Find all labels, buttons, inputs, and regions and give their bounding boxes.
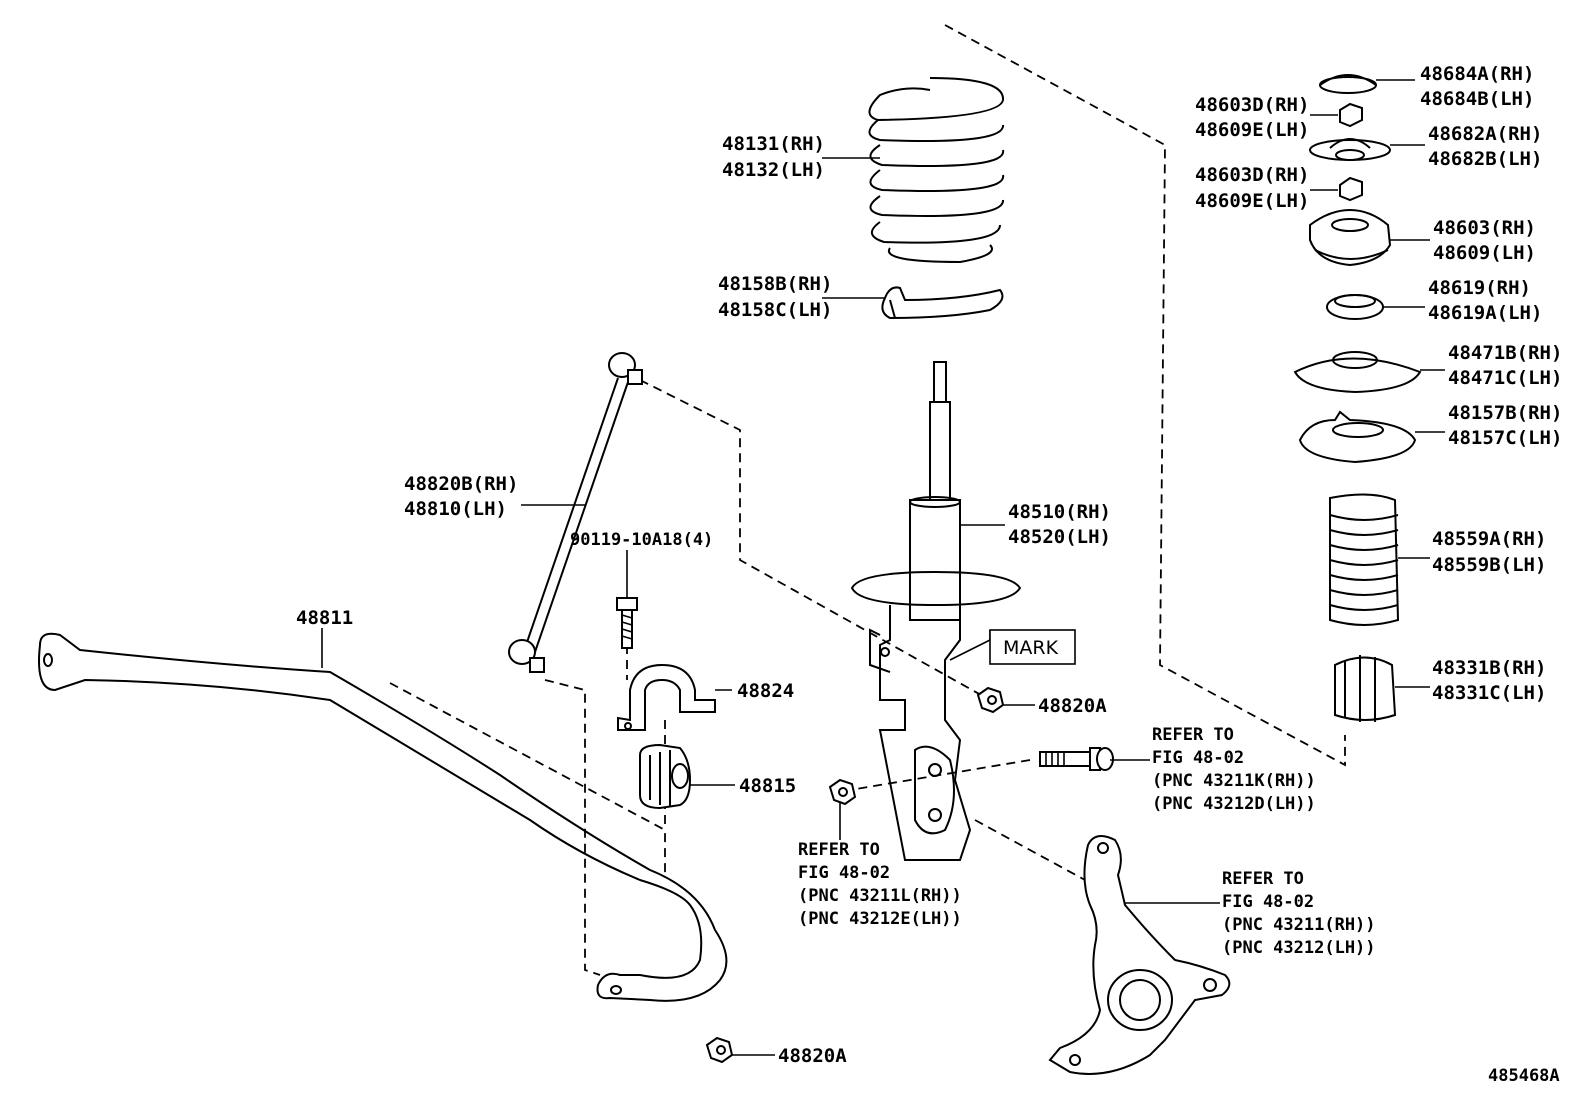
label-support-rh: 48603(RH) bbox=[1433, 217, 1536, 239]
label-link-lh: 48810(LH) bbox=[404, 498, 507, 520]
label-link-rh: 48820B(RH) bbox=[404, 473, 518, 495]
ref-bolt-line1: REFER TO bbox=[1152, 725, 1234, 745]
link-nut-lower bbox=[705, 1036, 734, 1064]
label-upper-seat-lh: 48157C(LH) bbox=[1448, 427, 1562, 449]
label-nut2-rh: 48603D(RH) bbox=[1195, 164, 1309, 186]
label-bolt: 90119-10A18(4) bbox=[570, 530, 713, 550]
link-nut-upper bbox=[976, 686, 1005, 714]
label-insulator-lh: 48471C(LH) bbox=[1448, 367, 1562, 389]
dust-cap bbox=[1319, 74, 1377, 94]
label-bracket: 48824 bbox=[737, 680, 794, 702]
label-nut2-lh: 48609E(LH) bbox=[1195, 190, 1309, 212]
ref-bolt-line4: (PNC 43212D(LH)) bbox=[1152, 794, 1316, 814]
ref-knuckle-line4: (PNC 43212(LH)) bbox=[1222, 938, 1376, 958]
spring-seat bbox=[881, 286, 1004, 320]
label-spring-rh: 48131(RH) bbox=[722, 133, 825, 155]
ref-nut-line4: (PNC 43212E(LH)) bbox=[798, 909, 962, 929]
stabilizer-bushing bbox=[639, 743, 692, 810]
knuckle-nut bbox=[828, 778, 857, 806]
bearing bbox=[1326, 294, 1384, 320]
label-support-lh: 48609(LH) bbox=[1433, 242, 1536, 264]
label-retainer-rh: 48682A(RH) bbox=[1428, 123, 1542, 145]
assembly-line-knuckle bbox=[974, 819, 1086, 881]
ref-nut-line1: REFER TO bbox=[798, 840, 880, 860]
label-spring-seat-rh: 48158B(RH) bbox=[718, 273, 832, 295]
upper-spring-seat bbox=[1298, 410, 1417, 464]
bump-stopper bbox=[1334, 655, 1397, 722]
label-upper-seat-rh: 48157B(RH) bbox=[1448, 402, 1562, 424]
label-nut1-rh: 48603D(RH) bbox=[1195, 94, 1309, 116]
label-strut-rh: 48510(RH) bbox=[1008, 501, 1111, 523]
label-cap-lh: 48684B(LH) bbox=[1420, 88, 1534, 110]
label-stabilizer-bar: 48811 bbox=[296, 607, 353, 629]
label-boot-rh: 48559A(RH) bbox=[1432, 528, 1546, 550]
label-insulator-rh: 48471B(RH) bbox=[1448, 342, 1562, 364]
label-bushing: 48815 bbox=[739, 775, 796, 797]
label-retainer-lh: 48682B(LH) bbox=[1428, 148, 1542, 170]
label-boot-lh: 48559B(LH) bbox=[1432, 554, 1546, 576]
label-strut-lh: 48520(LH) bbox=[1008, 526, 1111, 548]
spring-insulator bbox=[1293, 351, 1422, 394]
retainer bbox=[1309, 138, 1391, 161]
label-nut1-lh: 48609E(LH) bbox=[1195, 119, 1309, 141]
label-nut-upper: 48820A bbox=[1038, 695, 1107, 717]
leader-lines bbox=[321, 79, 1445, 1056]
label-bearing-rh: 48619(RH) bbox=[1428, 277, 1531, 299]
upper-nut-1 bbox=[1339, 102, 1363, 128]
ref-knuckle-line2: FIG 48-02 bbox=[1222, 892, 1314, 912]
label-bearing-lh: 48619A(LH) bbox=[1428, 302, 1542, 324]
assembly-line-upper bbox=[944, 24, 1346, 767]
label-bumper-rh: 48331B(RH) bbox=[1432, 657, 1546, 679]
label-spring-seat-lh: 48158C(LH) bbox=[718, 299, 832, 321]
label-nut-lower: 48820A bbox=[778, 1045, 847, 1067]
stabilizer-bracket bbox=[617, 663, 716, 731]
stabilizer-bar bbox=[38, 632, 728, 1002]
ref-knuckle-line3: (PNC 43211(RH)) bbox=[1222, 915, 1376, 935]
ref-knuckle-line1: REFER TO bbox=[1222, 869, 1304, 889]
strut-assembly bbox=[850, 361, 1022, 861]
label-bumper-lh: 48331C(LH) bbox=[1432, 682, 1546, 704]
mark-callout: MARK bbox=[949, 629, 1076, 665]
label-cap-rh: 48684A(RH) bbox=[1420, 63, 1534, 85]
label-spring-lh: 48132(LH) bbox=[722, 159, 825, 181]
assembly-line-bolt bbox=[849, 759, 1031, 791]
ref-bolt-line2: FIG 48-02 bbox=[1152, 748, 1244, 768]
coil-spring bbox=[868, 77, 1005, 264]
suspension-support bbox=[1309, 208, 1392, 267]
ref-nut-line3: (PNC 43211L(RH)) bbox=[798, 886, 962, 906]
mark-label: MARK bbox=[1003, 637, 1059, 659]
ref-nut-line2: FIG 48-02 bbox=[798, 863, 890, 883]
bracket-bolt bbox=[616, 597, 638, 649]
assembly-line-link-lower bbox=[544, 679, 601, 976]
knuckle-bolt bbox=[1039, 747, 1114, 771]
ref-bolt-line3: (PNC 43211K(RH)) bbox=[1152, 771, 1316, 791]
steering-knuckle bbox=[1048, 835, 1231, 1075]
upper-nut-2 bbox=[1339, 176, 1363, 202]
dust-boot bbox=[1329, 493, 1400, 626]
diagram-id: 485468A bbox=[1488, 1066, 1560, 1086]
assembly-line-bar bbox=[389, 682, 666, 875]
part-labels: 48131(RH) 48132(LH) 48158B(RH) 48158C(LH… bbox=[296, 63, 1562, 1086]
stabilizer-link bbox=[508, 352, 643, 673]
